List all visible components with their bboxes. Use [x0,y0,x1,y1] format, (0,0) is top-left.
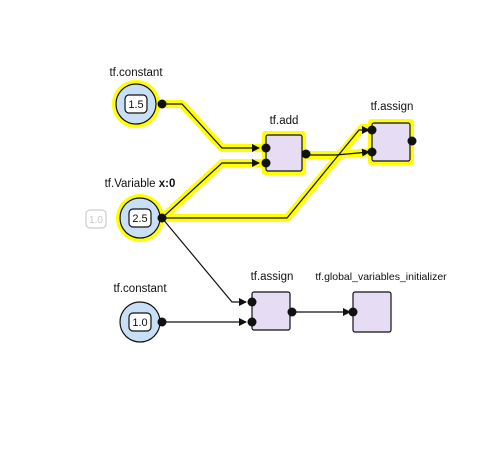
node-add[interactable]: tf.add [261,115,311,175]
node-label: tf.constant [113,283,167,295]
edges [161,103,370,326]
node-assign-top[interactable]: tf.assign [367,101,417,165]
node-value: 1.0 [132,317,147,329]
input-port[interactable] [367,147,377,157]
node-label: tf.assign [251,271,294,283]
value-box [128,312,152,332]
input-port[interactable] [261,143,271,153]
edge-add-to-assign [306,148,370,157]
output-port[interactable] [301,149,311,159]
node-label: tf.Variable x:0 [105,178,176,190]
input-port[interactable] [348,307,358,317]
node-global-initializer[interactable]: tf.global_variables_initializer [315,271,447,333]
previous-value: 1.0 [89,215,103,226]
output-port[interactable] [407,136,417,146]
input-port[interactable] [247,297,257,307]
edge-highlight-const-add [158,100,266,152]
node-label: tf.assign [371,101,414,113]
output-port[interactable] [157,213,167,223]
value-box [124,94,148,114]
output-port[interactable] [157,317,167,327]
input-port[interactable] [261,158,271,168]
output-port[interactable] [157,99,167,109]
node-variable[interactable]: tf.Variable x:0 1.0 2.5 [85,178,176,242]
node-value: 1.5 [128,99,143,111]
node-constant-bottom[interactable]: tf.constant 1.0 [113,283,167,343]
output-port[interactable] [287,307,297,317]
node-constant-top[interactable]: tf.constant 1.5 [109,67,167,128]
node-label: tf.constant [109,67,163,79]
input-port[interactable] [367,125,377,135]
edge-var-to-assign [162,126,370,219]
edge-var-to-assign2 [161,217,247,306]
node-value: 2.5 [132,213,147,225]
input-port[interactable] [247,317,257,327]
previous-value-box [85,209,107,229]
edge-const-to-add [162,103,260,152]
edge-highlight-var-add [158,159,266,222]
edge-var-to-add [161,159,260,219]
value-box [128,208,152,228]
node-label: tf.add [270,115,299,127]
node-assign-bottom[interactable]: tf.assign [247,271,297,331]
node-label: tf.global_variables_initializer [315,271,447,283]
